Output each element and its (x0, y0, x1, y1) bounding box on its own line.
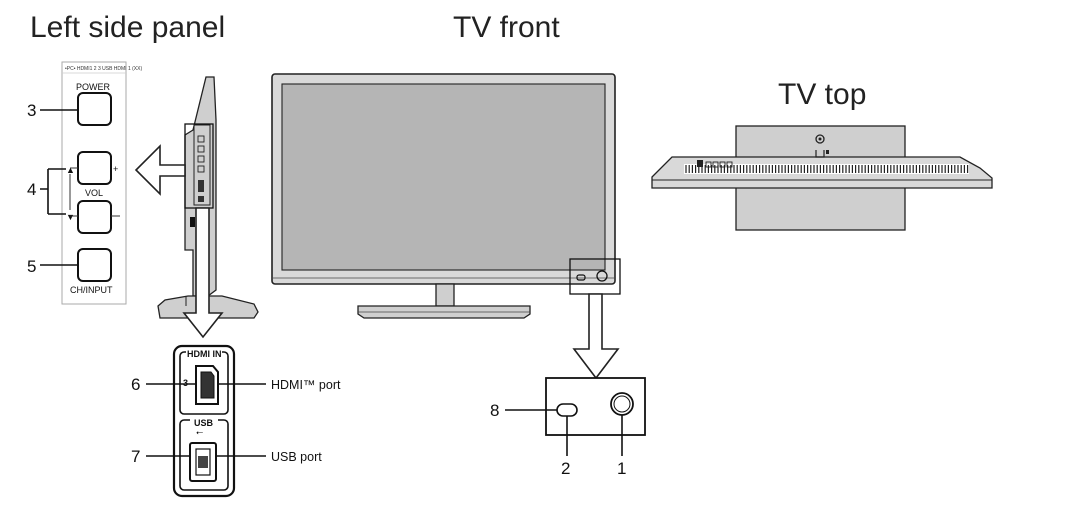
up-arrow-icon: ▲ (66, 165, 75, 175)
down-arrow-icon: ▼ (66, 212, 75, 222)
left-side-panel-title: Left side panel (30, 11, 225, 44)
remote-sensor-window (556, 403, 578, 417)
tv-front-title: TV front (453, 11, 560, 44)
ch-input-button[interactable] (77, 248, 112, 282)
tv-top-title: TV top (778, 78, 866, 111)
callout-5: 5 (27, 257, 36, 276)
callout-2: 2 (561, 459, 570, 478)
callout-3: 3 (27, 101, 36, 120)
hdmi-in-header: HDMI IN (187, 349, 222, 359)
port-callouts: 6 7 HDMI™ port USB port (131, 375, 341, 466)
tv-top-view (651, 125, 993, 231)
volume-plus-sign: + (113, 164, 118, 174)
arrow-down-sensor-icon (572, 293, 620, 380)
volume-up-button[interactable] (77, 151, 112, 185)
power-label: POWER (76, 82, 111, 92)
callout-8: 8 (490, 401, 499, 420)
tv-front-screen (281, 83, 606, 271)
ch-input-label: CH/INPUT (70, 285, 113, 295)
panel-model-strip: •PC• HDMI1 2 3 USB HDMI 1 (XX) (65, 66, 142, 72)
port-detail: HDMI IN 3 USB ⭠ (172, 344, 236, 498)
sensor-detail (545, 377, 646, 436)
callout-1: 1 (617, 459, 626, 478)
side-control-panel: •PC• HDMI1 2 3 USB HDMI 1 (XX) POWER + V… (61, 61, 142, 305)
hdmi-port-label: HDMI™ port (271, 378, 341, 392)
usb-symbol-icon: ⭠ (196, 427, 203, 437)
vol-label: VOL (85, 188, 103, 198)
arrow-down-icon (182, 207, 224, 339)
volume-down-button[interactable] (77, 200, 112, 234)
callout-6: 6 (131, 375, 140, 394)
tv-front (271, 73, 616, 319)
callout-4: 4 (27, 180, 36, 199)
usb-header: USB (194, 418, 214, 428)
sensor-callouts: 8 2 1 (490, 401, 626, 478)
usb-port-label: USB port (271, 450, 322, 464)
power-button[interactable] (77, 92, 112, 126)
arrow-left-icon (134, 144, 186, 196)
hdmi-number: 3 (183, 378, 188, 388)
panel-callouts: 3 4 5 (27, 101, 78, 276)
callout-7: 7 (131, 447, 140, 466)
